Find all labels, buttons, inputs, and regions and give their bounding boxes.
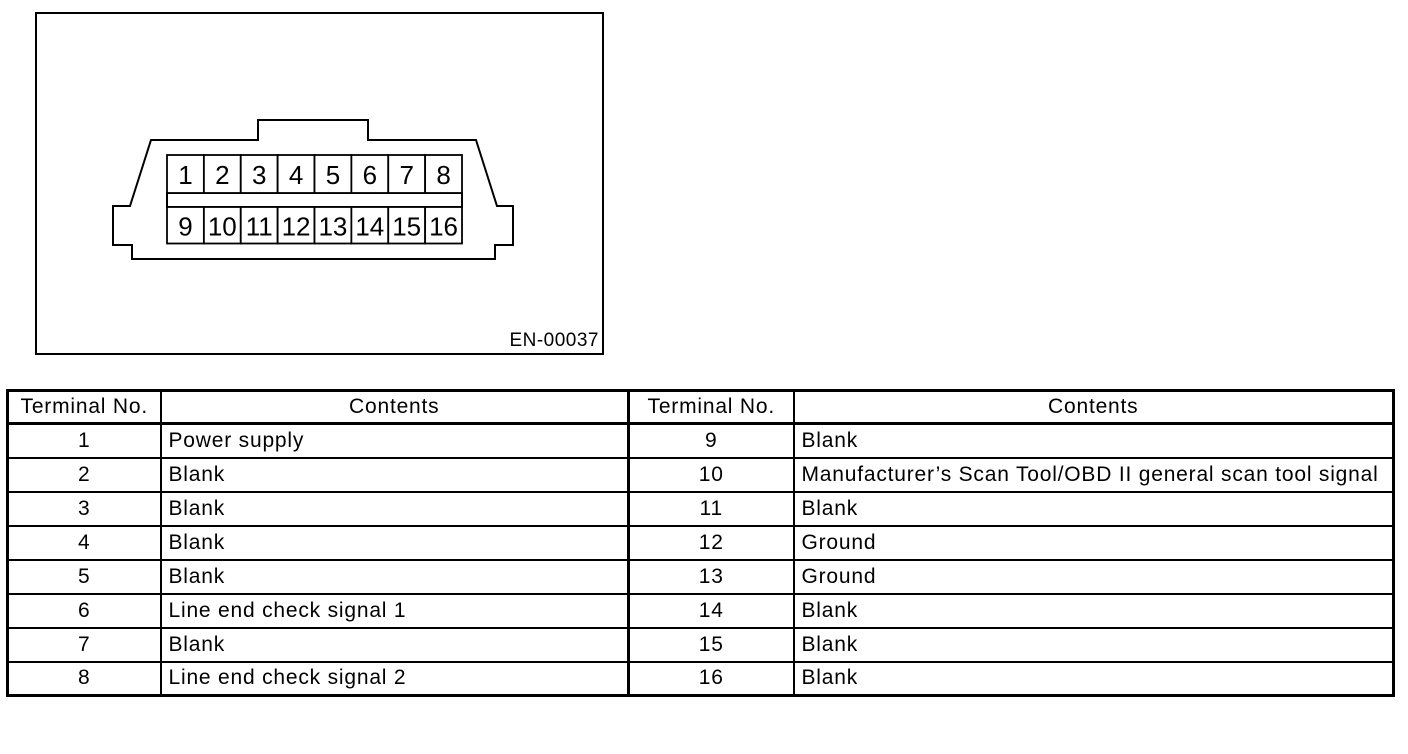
terminal-number: 12: [282, 211, 311, 241]
terminal-number: 3: [252, 160, 266, 190]
contents-cell: Blank: [792, 660, 1395, 697]
terminal-row-gap: [166, 192, 463, 208]
terminal-no-cell: 8: [6, 660, 162, 697]
pinout-table: Terminal No. Contents Terminal No. Conte…: [6, 389, 1395, 697]
terminal-no-cell: 15: [627, 626, 795, 663]
terminal-cell: [239, 206, 279, 245]
figure-code: EN-00037: [509, 330, 599, 351]
terminal-cell: [350, 206, 390, 245]
terminal-number: 13: [318, 211, 347, 241]
contents-cell: Blank: [159, 456, 630, 493]
terminal-number: 15: [392, 211, 421, 241]
terminal-no-cell: 14: [627, 592, 795, 629]
contents-cell: Blank: [792, 592, 1395, 629]
terminal-cell: [202, 154, 242, 194]
terminal-number: 7: [399, 160, 413, 190]
terminal-cell: [387, 206, 427, 245]
terminal-no-cell: 1: [6, 422, 162, 459]
terminal-number: 9: [178, 211, 192, 241]
contents-cell: Blank: [159, 524, 630, 561]
terminal-number: 6: [363, 160, 377, 190]
col-header-contents-right: Contents: [792, 389, 1395, 425]
col-header-terminal-left: Terminal No.: [6, 389, 162, 425]
terminal-number: 10: [208, 211, 237, 241]
terminal-number: 5: [326, 160, 340, 190]
contents-cell: Blank: [792, 626, 1395, 663]
terminal-number: 8: [436, 160, 450, 190]
terminal-no-cell: 16: [627, 660, 795, 697]
contents-cell: Blank: [792, 422, 1395, 459]
contents-cell: Blank: [159, 626, 630, 663]
terminal-no-cell: 5: [6, 558, 162, 595]
terminal-no-cell: 11: [627, 490, 795, 527]
contents-cell: Line end check signal 2: [159, 660, 630, 697]
terminal-number: 16: [429, 211, 458, 241]
contents-cell: Manufacturer’s Scan Tool/OBD II general …: [792, 456, 1395, 493]
contents-cell: Ground: [792, 524, 1395, 561]
terminal-no-cell: 2: [6, 456, 162, 493]
terminal-cell: [424, 206, 463, 245]
terminal-cell: [276, 206, 316, 245]
contents-cell: Blank: [792, 490, 1395, 527]
contents-cell: Blank: [159, 558, 630, 595]
terminal-number: 2: [215, 160, 229, 190]
col-header-terminal-right: Terminal No.: [627, 389, 795, 425]
table-header-row: Terminal No. Contents Terminal No. Conte…: [6, 389, 1395, 425]
contents-cell: Power supply: [159, 422, 630, 459]
terminal-cell: [424, 154, 463, 194]
terminal-cell: [350, 154, 390, 194]
terminal-cell: [166, 206, 205, 245]
terminal-number: 11: [246, 211, 273, 241]
terminal-number: 1: [178, 160, 192, 190]
terminal-no-cell: 6: [6, 592, 162, 629]
contents-cell: Blank: [159, 490, 630, 527]
terminal-no-cell: 7: [6, 626, 162, 663]
terminal-no-cell: 13: [627, 558, 795, 595]
terminal-no-cell: 9: [627, 422, 795, 459]
col-header-contents-left: Contents: [159, 389, 630, 425]
terminal-number: 4: [289, 160, 303, 190]
terminal-no-cell: 12: [627, 524, 795, 561]
terminal-no-cell: 4: [6, 524, 162, 561]
terminal-cell: [313, 206, 353, 245]
contents-cell: Ground: [792, 558, 1395, 595]
terminal-number: 14: [355, 211, 384, 241]
contents-cell: Line end check signal 1: [159, 592, 630, 629]
terminal-no-cell: 3: [6, 490, 162, 527]
terminal-no-cell: 10: [627, 456, 795, 493]
